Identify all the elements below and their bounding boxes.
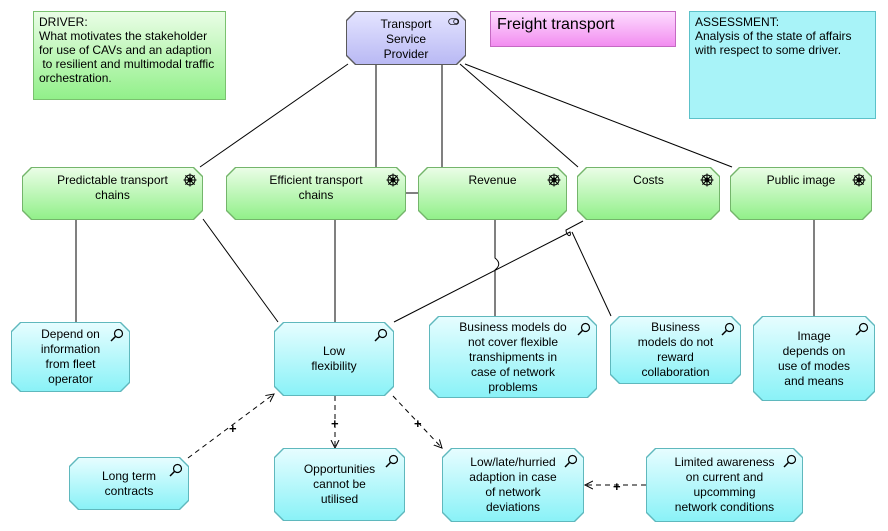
driver-costs-label: Costs xyxy=(633,173,664,187)
assessment-lowflex[interactable]: Low flexibility xyxy=(274,322,394,396)
magnifier-icon xyxy=(385,454,399,468)
assessment-longterm-label: Long term contracts xyxy=(101,468,157,498)
influence-sign: + xyxy=(613,479,621,494)
driver-efficient[interactable]: Efficient transport chains xyxy=(226,167,406,220)
magnifier-icon xyxy=(783,454,797,468)
driver-image-label: Public image xyxy=(766,173,836,187)
assessment-note: ASSESSMENT: Analysis of the state of aff… xyxy=(689,11,876,119)
influence-signs: + + + + xyxy=(229,416,621,494)
driver-efficient-label: Efficient transport chains xyxy=(269,173,363,202)
assessment-longterm[interactable]: Long term contracts xyxy=(69,457,189,510)
influence-sign: + xyxy=(414,416,422,431)
driver-revenue-label: Revenue xyxy=(468,173,517,187)
assessment-depend-label: Depend on information from fleet operato… xyxy=(40,327,101,386)
driver-image[interactable]: Public image xyxy=(730,167,872,220)
actor-transport-service-provider[interactable]: Transport Service Provider xyxy=(346,11,466,65)
influence-lines xyxy=(187,394,646,485)
assessment-opport-label: Opportunities cannot be utilised xyxy=(303,462,376,506)
assessment-lowlate-label: Low/late/hurried adaption in case of net… xyxy=(469,455,557,514)
driver-note: DRIVER: What motivates the stakeholder f… xyxy=(33,11,226,100)
driver-wheel-icon xyxy=(852,173,866,187)
driver-revenue[interactable]: Revenue xyxy=(418,167,567,220)
driver-wheel-icon xyxy=(700,173,714,187)
diagram-title: Freight transport xyxy=(490,11,676,47)
magnifier-icon xyxy=(374,328,388,342)
magnifier-icon xyxy=(110,328,124,342)
magnifier-icon xyxy=(855,322,869,336)
assessment-business2[interactable]: Business models do not reward collaborat… xyxy=(610,316,741,384)
influence-sign: + xyxy=(229,421,237,436)
assessment-lowlate[interactable]: Low/late/hurried adaption in case of net… xyxy=(442,448,584,522)
magnifier-icon xyxy=(721,322,735,336)
assessment-depend[interactable]: Depend on information from fleet operato… xyxy=(11,322,130,392)
association-lines xyxy=(75,63,815,323)
assessment-lowflex-label: Low flexibility xyxy=(311,344,357,373)
actor-toggle-icon xyxy=(448,18,460,25)
actor-label: Transport Service Provider xyxy=(380,17,432,61)
assessment-business1-label: Business models do not cover flexible tr… xyxy=(459,319,567,394)
assessment-imagedep-label: Image depends on use of modes and means xyxy=(777,328,851,388)
assessment-business1[interactable]: Business models do not cover flexible tr… xyxy=(429,316,597,398)
driver-predictable-label: Predictable transport chains xyxy=(57,173,168,202)
driver-wheel-icon xyxy=(386,173,400,187)
assessment-limited-label: Limited awareness on current and upcommi… xyxy=(674,455,775,514)
driver-wheel-icon xyxy=(547,173,561,187)
magnifier-icon xyxy=(564,454,578,468)
magnifier-icon xyxy=(577,322,591,336)
assessment-imagedep[interactable]: Image depends on use of modes and means xyxy=(753,316,875,401)
influence-sign: + xyxy=(331,416,339,431)
driver-costs[interactable]: Costs xyxy=(577,167,720,220)
magnifier-icon xyxy=(169,463,183,477)
assessment-opport[interactable]: Opportunities cannot be utilised xyxy=(274,448,405,521)
driver-predictable[interactable]: Predictable transport chains xyxy=(22,167,203,220)
assessment-limited[interactable]: Limited awareness on current and upcommi… xyxy=(646,448,803,522)
assessment-business2-label: Business models do not reward collaborat… xyxy=(637,320,714,379)
driver-wheel-icon xyxy=(183,173,197,187)
